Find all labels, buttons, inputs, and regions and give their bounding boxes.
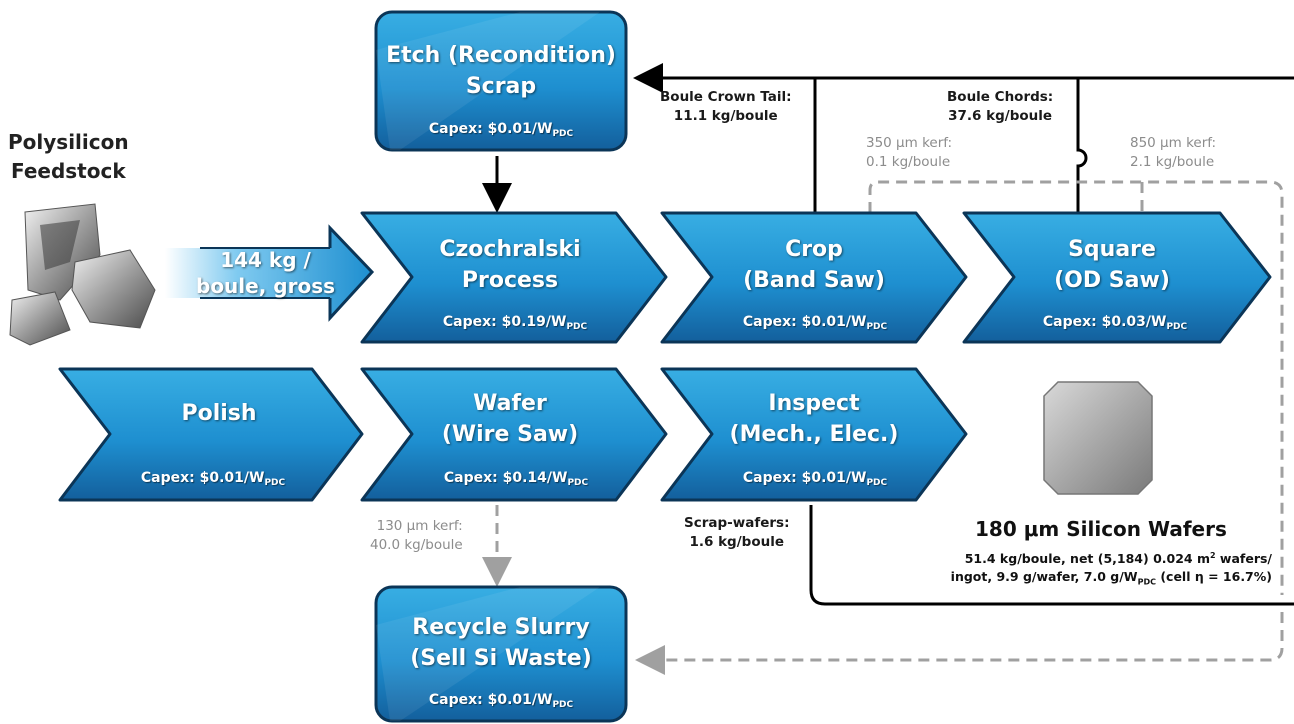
czochralski-title: Czochralski Process xyxy=(439,234,580,296)
crop-title-line1: Crop xyxy=(785,237,843,262)
scrap-return-lines xyxy=(482,63,1294,606)
feedstock-title-line2: Feedstock xyxy=(10,159,126,183)
recycle-slurry-box xyxy=(374,585,628,723)
feedstock-input-label: 144 kg / boule, gross xyxy=(196,247,335,299)
square-capex: Capex: $0.03/WPDC xyxy=(1042,314,1188,332)
feedstock-input-line1: 144 kg / xyxy=(220,248,311,272)
etch-capex: Capex: $0.01/WPDC xyxy=(428,121,574,139)
kerf-350-label-line2: 0.1 kg/boule xyxy=(866,154,951,170)
etch-title-line2: Scrap xyxy=(465,74,537,99)
etch-title: Etch (Recondition) Scrap xyxy=(386,40,616,102)
crop-title-line2: (Band Saw) xyxy=(743,268,885,293)
wafer-title-line2: (Wire Saw) xyxy=(441,422,579,447)
crown-tail-label-line1: Boule Crown Tail: xyxy=(660,89,792,105)
feedstock-title: Polysilicon Feedstock xyxy=(8,128,129,186)
square-title: Square (OD Saw) xyxy=(1054,234,1170,296)
scrap-wafers-label: Scrap-wafers: 1.6 kg/boule xyxy=(684,514,789,552)
wafer-capex: Capex: $0.14/WPDC xyxy=(443,470,589,488)
wafer-chevron xyxy=(360,367,668,502)
polish-title: Polish xyxy=(181,398,256,429)
kerf-850-label: 850 μm kerf: 2.1 kg/boule xyxy=(1130,134,1216,172)
kerf-waste-lines xyxy=(482,180,1284,675)
feedstock-input-line2: boule, gross xyxy=(196,274,336,298)
scrap-wafers-label-line1: Scrap-wafers: xyxy=(684,515,790,531)
square-title-line1: Square xyxy=(1068,237,1156,262)
polish-chevron xyxy=(58,367,364,502)
polysilicon-feedstock-image xyxy=(9,203,156,346)
inspect-chevron xyxy=(660,367,968,502)
kerf-350-label-line1: 350 μm kerf: xyxy=(866,135,953,151)
czochralski-capex: Capex: $0.19/WPDC xyxy=(442,314,588,332)
kerf-850-label-line2: 2.1 kg/boule xyxy=(1130,154,1215,170)
inspect-title-line1: Inspect xyxy=(768,391,860,416)
polish-capex: Capex: $0.01/WPDC xyxy=(140,470,286,488)
inspect-capex: Capex: $0.01/WPDC xyxy=(742,470,888,488)
recycle-title-line1: Recycle Slurry xyxy=(412,615,590,640)
kerf-130-label: 130 μm kerf: 40.0 kg/boule xyxy=(370,517,463,555)
recycle-title-line2: (Sell Si Waste) xyxy=(410,646,592,671)
kerf-130-label-line1: 130 μm kerf: xyxy=(376,518,463,534)
recycle-capex: Capex: $0.01/WPDC xyxy=(428,692,574,710)
polish-title-line1: Polish xyxy=(181,401,257,426)
czochralski-chevron xyxy=(360,211,668,344)
feedstock-input-arrow xyxy=(165,228,372,318)
output-wafers-title: 180 μm Silicon Wafers xyxy=(975,517,1227,541)
crown-tail-label-line2: 11.1 kg/boule xyxy=(673,108,778,124)
crop-title: Crop (Band Saw) xyxy=(743,234,885,296)
kerf-350-label: 350 μm kerf: 0.1 kg/boule xyxy=(866,134,952,172)
kerf-850-label-line1: 850 μm kerf: xyxy=(1130,135,1217,151)
czochralski-title-line1: Czochralski xyxy=(439,237,581,262)
output-wafers-desc-line1: 51.4 kg/boule, net (5,184) 0.024 m2 wafe… xyxy=(964,551,1272,567)
crown-tail-label: Boule Crown Tail: 11.1 kg/boule xyxy=(660,88,792,126)
wafer-title: Wafer (Wire Saw) xyxy=(442,388,578,450)
crop-chevron xyxy=(660,211,968,344)
inspect-title-line2: (Mech., Elec.) xyxy=(729,422,899,447)
output-wafers-desc-line2: ingot, 9.9 g/wafer, 7.0 g/WPDC (cell η =… xyxy=(950,569,1272,587)
recycle-title: Recycle Slurry (Sell Si Waste) xyxy=(410,612,592,674)
boule-chords-label: Boule Chords: 37.6 kg/boule xyxy=(947,88,1053,126)
czochralski-title-line2: Process xyxy=(461,268,559,293)
kerf-130-label-line2: 40.0 kg/boule xyxy=(370,537,463,553)
square-title-line2: (OD Saw) xyxy=(1054,268,1170,293)
output-wafers-description: 51.4 kg/boule, net (5,184) 0.024 m2 wafe… xyxy=(951,547,1272,592)
inspect-title: Inspect (Mech., Elec.) xyxy=(730,388,899,450)
square-chevron xyxy=(962,211,1272,344)
etch-recondition-box xyxy=(374,10,628,152)
boule-chords-label-line2: 37.6 kg/boule xyxy=(948,108,1053,124)
wafer-title-line1: Wafer xyxy=(473,391,547,416)
etch-title-line1: Etch (Recondition) xyxy=(386,43,616,68)
feedstock-title-line1: Polysilicon xyxy=(8,130,129,154)
boule-chords-label-line1: Boule Chords: xyxy=(947,89,1054,105)
silicon-wafer-image xyxy=(1043,381,1153,495)
scrap-wafers-label-line2: 1.6 kg/boule xyxy=(689,534,784,550)
crop-capex: Capex: $0.01/WPDC xyxy=(742,314,888,332)
